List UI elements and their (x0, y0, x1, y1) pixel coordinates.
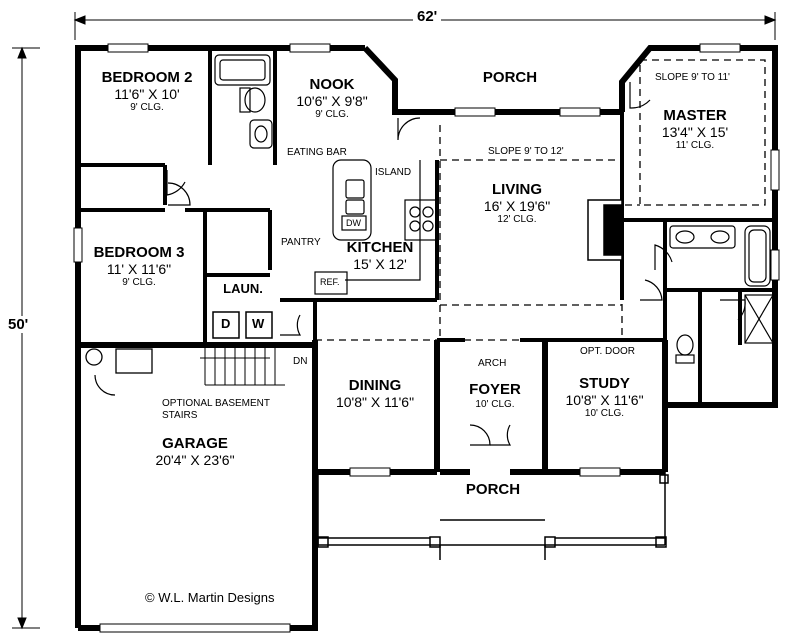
note-slope-living: SLOPE 9' TO 12' (488, 146, 564, 157)
copyright-text: © W.L. Martin Designs (145, 590, 275, 605)
room-bedroom-2: BEDROOM 2 11'6" X 10' 9' CLG. (92, 69, 202, 114)
room-bedroom-3: BEDROOM 3 11' X 11'6" 9' CLG. (84, 244, 194, 289)
room-laundry: LAUN. (218, 281, 268, 297)
exterior-walls (75, 45, 778, 631)
room-living: LIVING 16' X 19'6" 12' CLG. (462, 181, 572, 226)
kitchen-fixtures (314, 159, 438, 295)
room-name: LAUN. (223, 281, 263, 296)
room-master: MASTER 13'4" X 15' 11' CLG. (640, 107, 750, 152)
room-size: 10'8" X 11'6" (335, 393, 415, 410)
room-name: GARAGE (162, 435, 228, 452)
room-name: MASTER (663, 107, 727, 124)
note-ref: REF. (320, 277, 340, 287)
room-ceiling: 10' CLG. (475, 398, 515, 410)
windows (73, 43, 780, 633)
room-ceiling: 11' CLG. (675, 140, 715, 152)
front-porch (317, 472, 669, 560)
room-name: FOYER (469, 381, 521, 398)
note-washer: W (252, 316, 265, 331)
room-ceiling: 12' CLG. (497, 214, 537, 226)
room-ceiling: 9' CLG. (315, 109, 349, 121)
room-name: STUDY (579, 375, 630, 392)
note-basement-stairs-1: OPTIONAL BASEMENT (162, 398, 270, 409)
note-basement-stairs-2: STAIRS (162, 410, 198, 421)
room-foyer: FOYER 10' CLG. (455, 381, 535, 410)
note-dw: DW (346, 218, 361, 228)
room-size: 10'8" X 11'6" (565, 391, 644, 408)
bath-fixtures-left (214, 54, 273, 149)
room-kitchen: KITCHEN 15' X 12' (335, 239, 425, 272)
room-size: 20'4" X 23'6" (155, 451, 235, 468)
room-size: 16' X 19'6" (483, 197, 551, 214)
room-ceiling: 9' CLG. (130, 102, 164, 114)
room-ceiling: 9' CLG. (122, 277, 156, 289)
room-name: LIVING (491, 181, 542, 198)
note-island: ISLAND (375, 167, 412, 178)
room-name: PORCH (465, 481, 521, 498)
room-name: KITCHEN (346, 239, 414, 256)
note-dryer: D (221, 316, 231, 331)
room-porch-rear: PORCH (455, 69, 565, 87)
note-eating-bar: EATING BAR (287, 147, 347, 158)
fireplace (587, 199, 623, 261)
door-swings (94, 82, 746, 446)
note-arch: ARCH (478, 358, 507, 369)
room-name: BEDROOM 2 (101, 69, 193, 86)
room-size: 11'6" X 10' (114, 85, 180, 102)
room-name: DINING (348, 377, 402, 394)
depth-dimension: 50' (4, 316, 33, 333)
room-study: STUDY 10'8" X 11'6" 10' CLG. (552, 375, 657, 420)
bath-fixtures-master (669, 225, 774, 364)
width-dimension: 62' (413, 8, 442, 25)
stairs (200, 345, 285, 386)
laundry-appliances (212, 311, 273, 339)
note-pantry: PANTRY (281, 237, 321, 248)
room-name: NOOK (309, 76, 355, 93)
room-name: PORCH (482, 69, 538, 86)
dashed-lines (315, 59, 766, 341)
room-ceiling: 10' CLG. (584, 408, 625, 420)
room-garage: GARAGE 20'4" X 23'6" (130, 435, 260, 468)
room-porch-front: PORCH (443, 481, 543, 499)
room-size: 13'4" X 15' (661, 123, 729, 140)
garage-equipment (85, 348, 153, 374)
note-down: DN (293, 356, 308, 367)
room-size: 11' X 11'6" (106, 260, 172, 277)
room-size: 10'6" X 9'8" (296, 92, 368, 109)
room-nook: NOOK 10'6" X 9'8" 9' CLG. (282, 76, 382, 121)
note-slope-master: SLOPE 9' TO 11' (655, 72, 730, 83)
room-size: 15' X 12' (353, 255, 407, 272)
note-opt-door: OPT. DOOR (580, 346, 636, 357)
room-name: BEDROOM 3 (93, 244, 185, 261)
room-dining: DINING 10'8" X 11'6" (320, 377, 430, 410)
